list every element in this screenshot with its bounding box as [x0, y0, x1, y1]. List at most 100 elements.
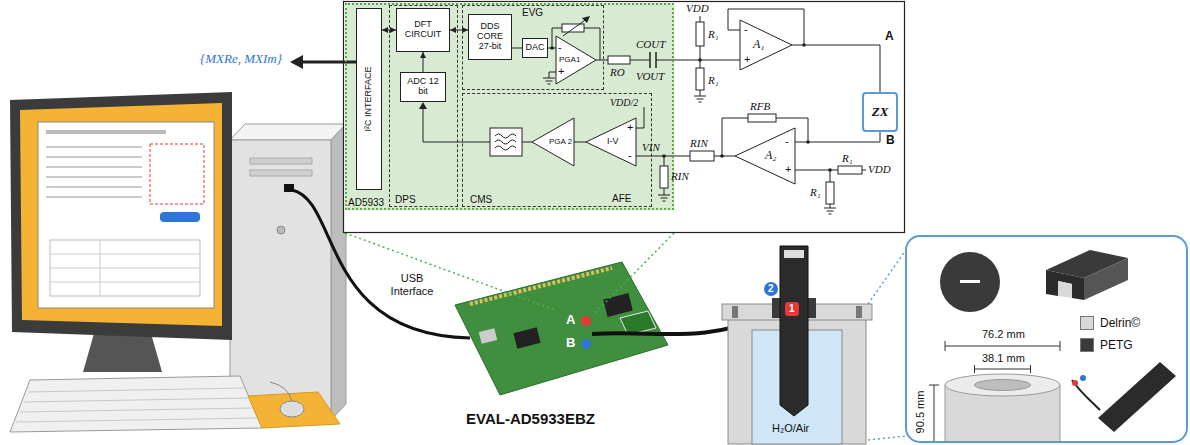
evaluation-board [581, 316, 591, 326]
detail-panel [974, 365, 975, 373]
signal-connector [792, 45, 880, 92]
resistor-name: RIN [671, 170, 689, 183]
interface-block: I²C INTERFACE [356, 8, 382, 190]
detail-panel [1072, 380, 1078, 386]
detail-panel [1098, 362, 1176, 432]
computer-illustration [20, 103, 222, 326]
leader-line [868, 250, 906, 440]
computer-illustration [50, 240, 200, 296]
legend-item: Delrin© [1080, 316, 1140, 330]
block-label: DFT CIRCUIT [397, 20, 449, 40]
terminal-name: A [885, 30, 894, 44]
schematic [630, 60, 650, 61]
block-label: DAC [524, 43, 545, 53]
resistor-name: RO [610, 66, 625, 79]
leader-line [868, 436, 906, 440]
computer-illustration [38, 122, 214, 308]
computer-illustration [250, 158, 312, 164]
computer-illustration [248, 392, 340, 428]
schematic [722, 118, 748, 156]
triangle-outline [556, 36, 596, 84]
detail-panel [906, 236, 1187, 442]
detail-panel [1072, 380, 1100, 410]
computer-illustration [280, 401, 304, 417]
detail-panel [934, 385, 935, 441]
dac-block: DAC [522, 38, 548, 58]
section-title: DPS [395, 194, 416, 205]
board-name: EVAL-AD5933EBZ [466, 410, 595, 427]
schematic [830, 204, 831, 208]
signal-connector [795, 132, 880, 142]
evaluation-board [513, 327, 540, 348]
schematic [720, 154, 724, 158]
section-title: EVG [522, 7, 543, 18]
evaluation-board [479, 328, 497, 344]
callout-number: 1 [789, 303, 795, 315]
block-label: ZX [871, 105, 890, 119]
leader-line [345, 233, 674, 314]
signal-connector [512, 48, 522, 49]
schematic [302, 9, 866, 214]
schematic [700, 46, 701, 68]
schematic [290, 55, 303, 69]
signal-name: VOUT [636, 70, 664, 83]
detail-panel [1046, 270, 1084, 300]
leader-line [868, 250, 906, 304]
schematic [700, 90, 701, 96]
signal-connector [574, 142, 586, 143]
schematic [700, 16, 701, 22]
detail-panel [1060, 385, 1061, 441]
medium-name: H₂O/Air [772, 422, 809, 435]
sensor-cup [856, 306, 862, 318]
block-label: A₂ [765, 149, 777, 162]
computer-illustration [46, 196, 142, 198]
computer-illustration [277, 226, 285, 234]
schematic [549, 72, 556, 78]
computer-illustration [50, 268, 200, 269]
legend-text: PETG [1100, 338, 1133, 352]
schematic [664, 188, 665, 195]
supply-name: VDD/2 [610, 97, 638, 109]
legend-item: PETG [1080, 338, 1133, 352]
schematic [596, 60, 608, 61]
detail-panel [975, 380, 1031, 391]
block-label: ADC 12 bit [401, 77, 445, 97]
signal-connector [548, 48, 556, 49]
computer-illustration [10, 92, 346, 432]
schematic [694, 96, 706, 102]
resistor-name: R₁ [842, 152, 853, 165]
computer-illustration [100, 240, 101, 296]
schematic [698, 58, 702, 62]
schematic [563, 18, 588, 36]
schematic [582, 16, 590, 23]
supply-name: VDD [686, 2, 709, 15]
schematic [714, 156, 735, 157]
schematic [826, 182, 834, 204]
schematic [830, 170, 831, 182]
schematic [490, 128, 522, 156]
detail-panel [940, 252, 1000, 312]
triangle-outline [586, 118, 636, 166]
schematic [658, 195, 670, 201]
schematic [608, 56, 630, 64]
schematic [290, 2, 905, 233]
leader-line [345, 233, 555, 310]
terminal-name: B [886, 134, 895, 148]
pin-sign: + [744, 53, 750, 66]
computer-illustration [230, 140, 331, 420]
interface-name: USB Interface [384, 272, 440, 297]
detail-panel [929, 341, 1060, 441]
capacitor-name: COUT [636, 38, 665, 51]
detail-panel [960, 280, 980, 283]
output-data: {MXRe, MXIm} [200, 52, 282, 67]
detail-panel [1080, 375, 1086, 381]
section-name: AFE [612, 193, 631, 205]
detail-panel [1084, 258, 1128, 300]
pin-sign: - [628, 149, 632, 162]
processing-section: DFT CIRCUIT ADC 12 bitDPS [389, 5, 458, 207]
sensor-cup [784, 250, 804, 258]
dimension: 38.1 mm [982, 352, 1025, 365]
schematic [656, 60, 740, 61]
resistor-name: RFB [750, 100, 770, 113]
